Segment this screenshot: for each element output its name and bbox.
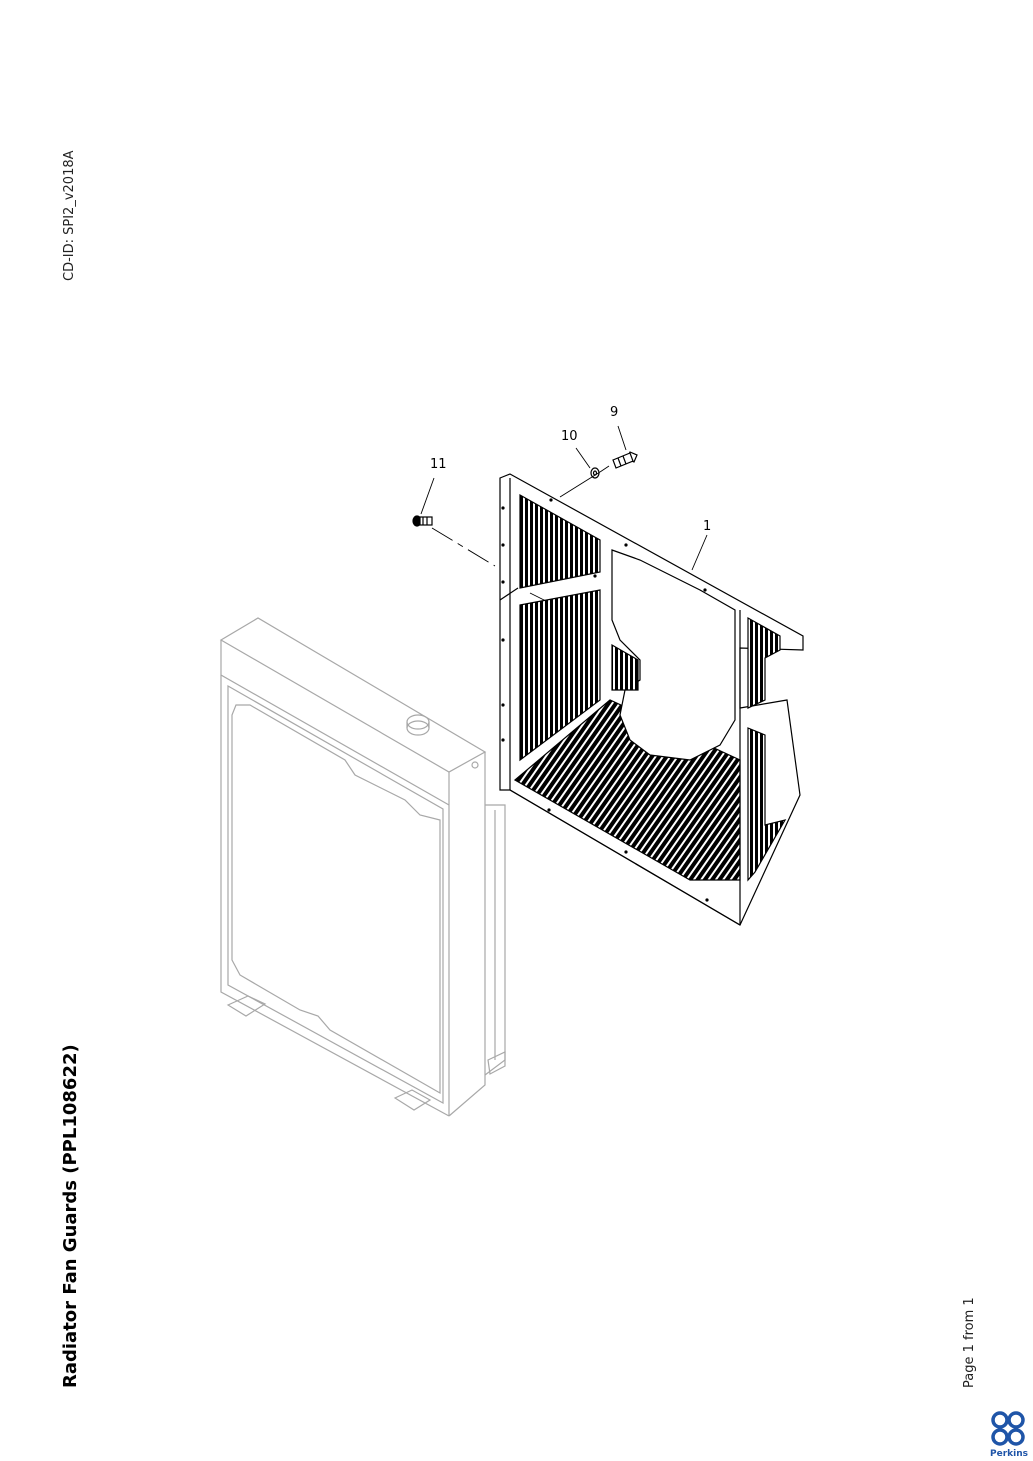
callout-9: 9 bbox=[610, 405, 618, 420]
perkins-logo-icon bbox=[991, 1411, 1025, 1446]
bolt-11-icon bbox=[412, 515, 433, 527]
fan-guard-drawing bbox=[499, 473, 804, 926]
radiator-drawing bbox=[219, 617, 506, 1117]
callout-10: 10 bbox=[561, 429, 578, 444]
callout-11: 11 bbox=[430, 457, 447, 472]
bolt-9-icon bbox=[612, 451, 638, 469]
brand-name: Perkins bbox=[990, 1449, 1028, 1459]
callout-1: 1 bbox=[703, 519, 711, 534]
callout-leaders bbox=[420, 425, 708, 571]
